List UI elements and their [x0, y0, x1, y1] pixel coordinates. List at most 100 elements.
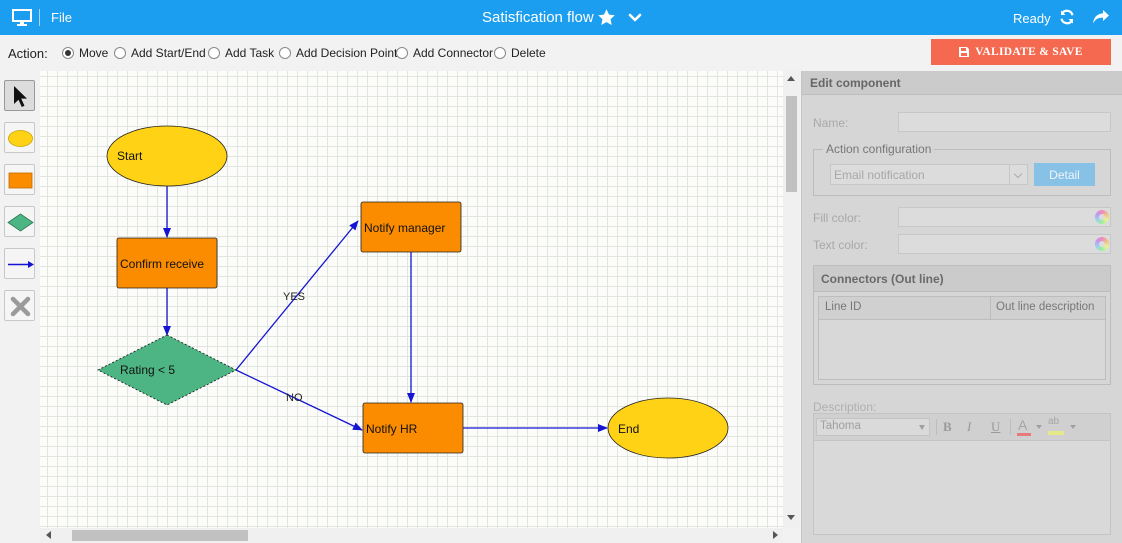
radio-add-task[interactable]: Add Task	[208, 46, 274, 60]
italic-button[interactable]: I	[967, 419, 972, 434]
radio-button[interactable]	[396, 47, 408, 59]
radio-label: Add Decision Point	[296, 46, 398, 60]
node-label: Notify manager	[364, 221, 445, 235]
chevron-down-icon[interactable]	[1036, 425, 1042, 429]
column-divider	[990, 297, 991, 320]
color-wheel-icon[interactable]	[1095, 237, 1109, 251]
save-icon	[959, 47, 970, 57]
radio-add-decision-point[interactable]: Add Decision Point	[279, 46, 397, 60]
radio-label: Add Task	[225, 46, 275, 60]
panel-header: Edit component	[802, 71, 1122, 95]
font-select[interactable]: Tahoma	[816, 418, 930, 436]
diagram-canvas[interactable]: YES NO Start Confirm receive Rating < 5 …	[40, 71, 783, 528]
edge-no[interactable]	[235, 369, 363, 431]
description-label: Description:	[813, 400, 877, 414]
node-end[interactable]: End	[607, 397, 729, 459]
radio-label: Add Start/End	[131, 46, 206, 60]
grid-header: Line ID Out line description	[819, 297, 1105, 320]
node-label: Start	[117, 149, 143, 163]
radio-button[interactable]	[62, 47, 74, 59]
tool-delete[interactable]	[4, 290, 35, 321]
edge-label-no: NO	[286, 392, 303, 404]
tool-add-task[interactable]	[4, 164, 35, 195]
connectors-title: Connectors (Out line)	[821, 272, 944, 286]
node-label: Notify HR	[366, 422, 418, 436]
scroll-down-arrow[interactable]	[787, 515, 795, 520]
share-icon[interactable]	[1092, 9, 1110, 25]
diagram-canvas-area: YES NO Start Confirm receive Rating < 5 …	[40, 71, 783, 543]
fill-color-input[interactable]	[898, 207, 1111, 227]
edit-component-panel: Edit component Name: Action configuratio…	[801, 71, 1122, 543]
toolbar-divider	[936, 419, 937, 435]
radio-button[interactable]	[494, 47, 506, 59]
underline-button[interactable]: U	[991, 419, 1001, 434]
radio-button[interactable]	[114, 47, 126, 59]
column-out-line-description[interactable]: Out line description	[996, 301, 1095, 313]
vertical-scroll-thumb[interactable]	[786, 96, 797, 192]
node-notify-hr[interactable]: Notify HR	[362, 402, 464, 454]
node-decision-rating[interactable]: Rating < 5	[97, 334, 237, 406]
chevron-down-icon[interactable]	[1070, 425, 1076, 429]
font-color-icon: A	[1018, 417, 1028, 433]
column-line-id[interactable]: Line ID	[825, 301, 862, 313]
radio-button[interactable]	[208, 47, 220, 59]
detail-button[interactable]: Detail	[1034, 163, 1095, 186]
pointer-icon	[14, 86, 27, 107]
horizontal-scrollbar[interactable]	[40, 528, 783, 543]
font-select-value: Tahoma	[820, 420, 861, 432]
node-label: Confirm receive	[120, 257, 204, 271]
vertical-scrollbar[interactable]	[783, 71, 800, 528]
action-configuration-group: Action configuration Email notification …	[813, 142, 1111, 196]
radio-button[interactable]	[279, 47, 291, 59]
tool-add-connector[interactable]	[4, 248, 35, 279]
edge-yes[interactable]	[235, 220, 359, 371]
node-notify-manager[interactable]: Notify manager	[360, 201, 462, 253]
monitor-icon[interactable]	[12, 9, 32, 27]
scroll-left-arrow[interactable]	[46, 531, 51, 539]
edge-label-yes: YES	[283, 291, 305, 303]
description-editor[interactable]: Tahoma B I U A ab	[813, 413, 1111, 535]
action-select[interactable]: Email notification	[830, 164, 1028, 185]
name-label: Name:	[813, 116, 849, 130]
tool-move[interactable]	[4, 80, 35, 111]
highlight-swatch	[1048, 431, 1064, 435]
radio-delete[interactable]: Delete	[494, 46, 546, 60]
action-configuration-legend: Action configuration	[823, 142, 935, 156]
radio-label: Delete	[511, 46, 546, 60]
chevron-down-icon[interactable]	[628, 12, 642, 24]
radio-label: Move	[79, 46, 109, 60]
toolbar-divider	[1010, 419, 1011, 435]
validate-save-button[interactable]: VALIDATE & SAVE	[931, 39, 1111, 65]
tool-add-start-end[interactable]	[4, 122, 35, 153]
font-color-button[interactable]: A	[1017, 417, 1043, 437]
chevron-down-icon[interactable]	[1009, 165, 1027, 184]
dropdown-arrow-icon[interactable]	[919, 425, 925, 430]
bold-button[interactable]: B	[943, 419, 952, 434]
file-menu[interactable]: File	[51, 10, 72, 25]
radio-add-connector[interactable]: Add Connector	[396, 46, 493, 60]
scroll-up-arrow[interactable]	[787, 76, 795, 81]
node-label: Rating < 5	[120, 363, 175, 377]
refresh-icon[interactable]	[1059, 9, 1075, 25]
node-confirm-receive[interactable]: Confirm receive	[116, 237, 218, 289]
scroll-right-arrow[interactable]	[773, 531, 778, 539]
name-input[interactable]	[898, 112, 1111, 132]
node-label: End	[618, 422, 639, 436]
radio-move[interactable]: Move	[62, 46, 108, 60]
highlight-icon: ab	[1048, 416, 1060, 427]
connectors-section: Connectors (Out line) Line ID Out line d…	[813, 265, 1111, 385]
highlight-button[interactable]: ab	[1048, 416, 1078, 437]
text-color-input[interactable]	[898, 234, 1111, 254]
star-icon[interactable]	[597, 8, 616, 27]
node-start[interactable]: Start	[106, 125, 228, 187]
action-label: Action:	[8, 46, 48, 61]
editor-toolbar: Tahoma B I U A ab	[814, 414, 1110, 441]
flow-title: Satisfication flow	[482, 9, 594, 26]
topbar-divider	[39, 9, 40, 26]
tool-add-decision[interactable]	[4, 206, 35, 237]
delete-x-icon	[10, 296, 31, 317]
radio-add-start-end[interactable]: Add Start/End	[114, 46, 206, 60]
connector-arrow-icon	[8, 261, 34, 268]
color-wheel-icon[interactable]	[1095, 210, 1109, 224]
horizontal-scroll-thumb[interactable]	[72, 530, 248, 541]
